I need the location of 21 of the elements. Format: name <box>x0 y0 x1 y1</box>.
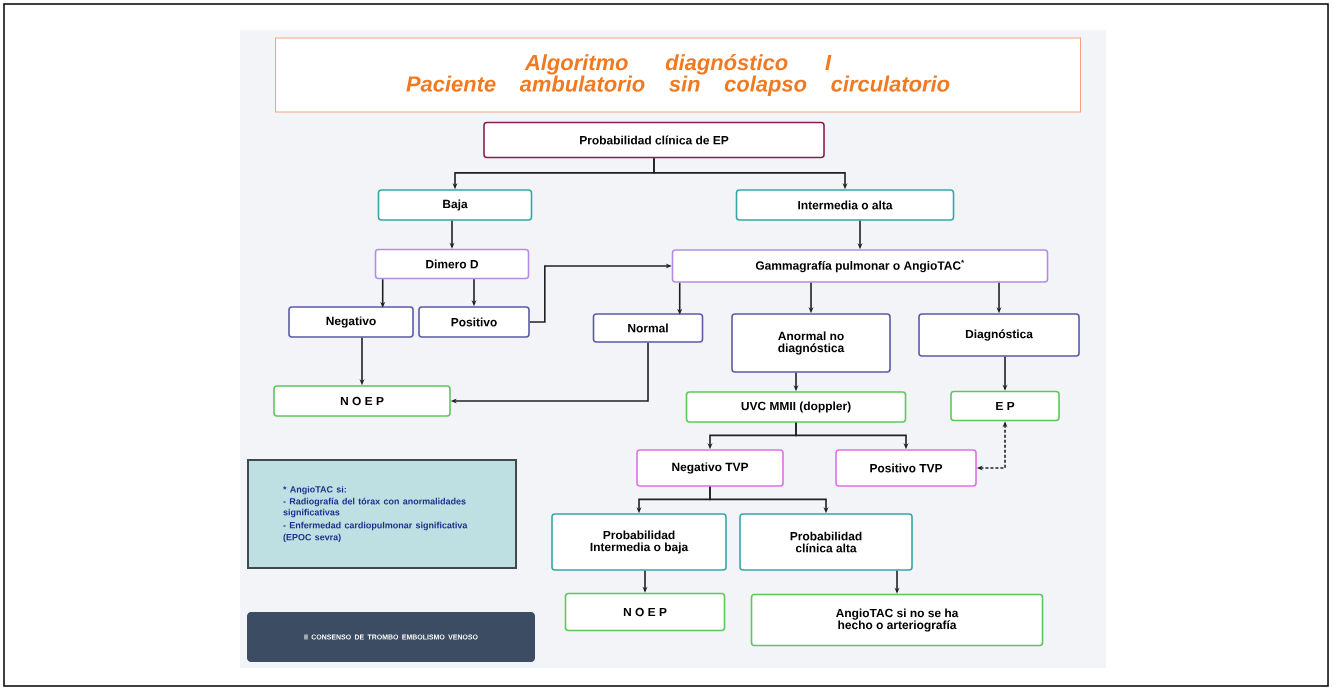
process-box: Probabilidad clínica de EP <box>483 121 825 159</box>
process-box: Anormal no diagnóstica <box>731 313 891 373</box>
process-box: Negativo <box>288 306 414 338</box>
process-box: Probabilidad clínica alta <box>739 513 913 571</box>
process-box: UVC MMII (doppler) <box>685 391 907 423</box>
note-box: * AngioTAC si: - Radiografía del tórax con anormalidades significativas - Enfermedad cardiopulmonar significativa (EPOC sevra) <box>247 459 517 569</box>
process-box: Positivo TVP <box>835 449 977 487</box>
result-box: N O E P <box>273 385 451 417</box>
process-box: Positivo <box>418 306 530 338</box>
title-box: Algoritmo diagnóstico I Paciente ambulatorio sin colapso circulatorio <box>275 37 1081 113</box>
result-box: E P <box>950 390 1060 422</box>
result-box: AngioTAC si no se ha hecho o arteriografía <box>750 593 1044 647</box>
process-box: Negativo TVP <box>636 449 784 487</box>
process-box: Intermedia o alta <box>735 189 955 221</box>
process-box: Gammagrafía pulmonar o AngioTAC$^{*}$ <box>671 249 1049 283</box>
process-box: Probabilidad Intermedia o baja <box>551 513 727 571</box>
process-box: Baja <box>377 189 533 221</box>
process-box: Normal <box>592 313 704 343</box>
process-box: Dimero D <box>374 248 530 280</box>
result-box: N O E P <box>564 592 726 632</box>
process-box: Diagnóstica <box>918 313 1080 357</box>
